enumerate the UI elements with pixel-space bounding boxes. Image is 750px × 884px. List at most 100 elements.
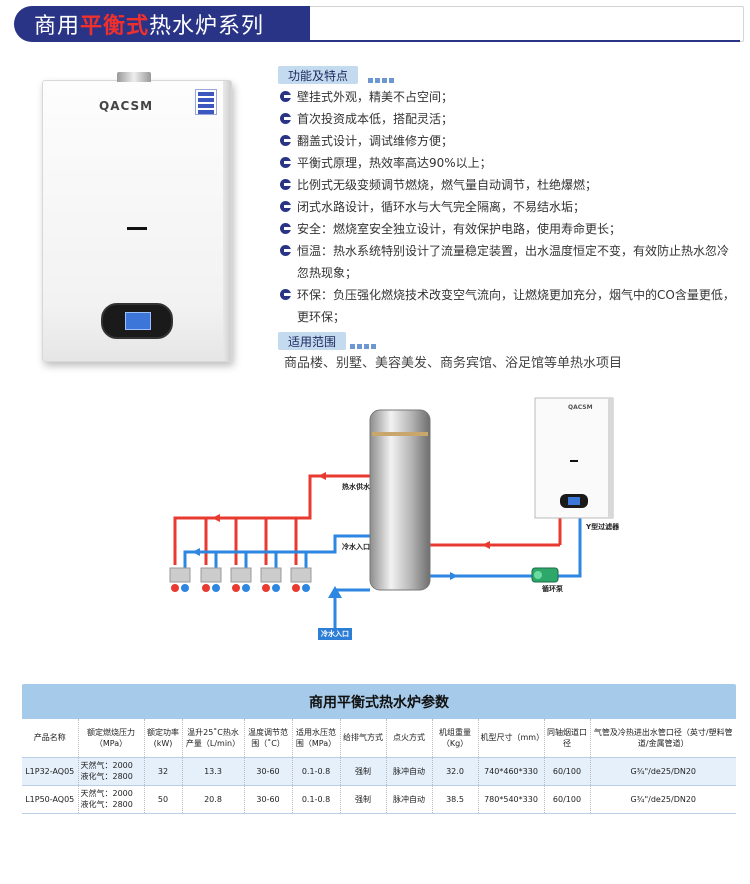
feature-text: 安全：燃烧室安全独立设计，有效保护电路，使用寿命更长； (297, 222, 622, 236)
th-pressure: 额定燃烧压力（MPa） (78, 719, 145, 757)
cell-power: 32 (144, 756, 183, 785)
feature-item: 安全：燃烧室安全独立设计，有效保护电路，使用寿命更长； (280, 218, 740, 240)
feature-item: 恒温：热水系统特别设计了流量稳定装置，出水温度恒定不变，有效防止热水忽冷忽热现象… (280, 240, 740, 284)
brand-logo: QACSM (99, 99, 154, 113)
label-cold-inlet-main: 冷水入口 (318, 628, 352, 640)
pressure-ng: 天然气：2000 (80, 761, 133, 770)
scope-heading: 适用范围 (278, 332, 347, 350)
taps (169, 567, 312, 592)
label-pump: 循环泵 (542, 585, 563, 593)
cell-name: L1P50-AQ05 (22, 784, 79, 814)
energy-label (195, 89, 217, 115)
cell-weight: 38.5 (432, 784, 479, 814)
pressure-ng: 天然气：2000 (80, 789, 133, 798)
cell-temp: 30-60 (244, 784, 293, 814)
cell-pipe: G¾"/de25/DN20 (590, 784, 736, 814)
cell-size: 740*460*330 (478, 756, 545, 785)
feature-text: 平衡式原理，热效率高达90%以上； (297, 156, 492, 170)
spec-table: 产品名称 额定燃烧压力（MPa） 额定功率(kW) 温升25˚C热水产量（L/m… (22, 719, 736, 814)
th-exhaust: 给排气方式 (340, 719, 387, 757)
scope-text: 商品楼、别墅、美容美发、商务宾馆、浴足馆等单热水项目 (284, 356, 623, 371)
product-image: QACSM (42, 72, 232, 362)
header-banner: 商用平衡式热水炉系列 (0, 0, 750, 48)
storage-tank (369, 409, 431, 591)
feature-text: 首次投资成本低，搭配灵活； (297, 112, 454, 126)
bullet-icon (280, 157, 294, 169)
feature-text: 壁挂式外观，精美不占空间； (297, 90, 454, 104)
bullet-icon (280, 91, 294, 103)
diagram-svg (169, 397, 614, 630)
scope-heading-dots (350, 344, 376, 349)
title-prefix: 商用 (34, 14, 81, 39)
cell-output: 20.8 (182, 784, 245, 814)
flue-pipe (117, 72, 151, 82)
cell-water: 0.1-0.8 (292, 784, 341, 814)
bullet-icon (280, 201, 294, 213)
tank-band (372, 432, 428, 436)
control-panel (101, 303, 173, 339)
bullet-icon (280, 289, 294, 301)
cold-arrow-left (192, 548, 200, 556)
th-temp: 温度调节范围（˚C） (244, 719, 293, 757)
display-screen (125, 312, 151, 330)
cell-flue: 60/100 (544, 784, 591, 814)
feature-item: 比例式无级变频调节燃烧，燃气量自动调节，杜绝爆燃； (280, 174, 740, 196)
cell-name: L1P32-AQ05 (22, 756, 79, 785)
cell-water: 0.1-0.8 (292, 756, 341, 785)
parameter-table: 商用平衡式热水炉参数 产品名称 额定燃烧压力（MPa） 额定功率(kW) 温升2… (22, 684, 736, 814)
page-title: 商用平衡式热水炉系列 (14, 6, 310, 42)
front-slot (127, 227, 147, 230)
feature-item: 平衡式原理，热效率高达90%以上； (280, 152, 740, 174)
cold-arrow-right (450, 572, 458, 580)
th-flue: 同轴烟道口径 (544, 719, 591, 757)
cell-weight: 32.0 (432, 756, 479, 785)
feature-text: 比例式无级变频调节燃烧，燃气量自动调节，杜绝爆燃； (297, 178, 598, 192)
title-suffix: 热水炉系列 (149, 14, 265, 39)
bullet-icon (280, 179, 294, 191)
label-filter: Y型过滤器 (586, 523, 620, 531)
cell-size: 780*540*330 (478, 784, 545, 814)
features-heading-dots (368, 78, 394, 83)
cell-ignition: 脉冲自动 (386, 784, 433, 814)
feature-list: 壁挂式外观，精美不占空间； 首次投资成本低，搭配灵活； 翻盖式设计，调试维修方便； 平… (280, 86, 740, 328)
cell-flue: 60/100 (544, 756, 591, 785)
cell-ignition: 脉冲自动 (386, 756, 433, 785)
label-hot-supply: 热水供水 (342, 483, 370, 491)
banner-underline (300, 40, 740, 42)
heater-side (223, 81, 231, 361)
feature-item: 壁挂式外观，精美不占空间； (280, 86, 740, 108)
cell-output: 13.3 (182, 756, 245, 785)
bullet-icon (280, 223, 294, 235)
hot-arrow-2 (318, 472, 326, 480)
cell-exhaust: 强制 (340, 756, 387, 785)
title-highlight: 平衡式 (80, 14, 150, 39)
th-weight: 机组重量（Kg） (432, 719, 479, 757)
hot-arrow-1 (212, 514, 220, 522)
th-power: 额定功率(kW) (144, 719, 183, 757)
cell-temp: 30-60 (244, 756, 293, 785)
pressure-lpg: 液化气：2800 (80, 772, 133, 781)
feature-text: 恒温：热水系统特别设计了流量稳定装置，出水温度恒定不变，有效防止热水忽冷忽热现象… (297, 244, 730, 280)
cell-pressure: 天然气：2000 液化气：2800 (78, 756, 145, 785)
feature-text: 翻盖式设计，调试维修方便； (297, 134, 454, 148)
hot-pipe-network (173, 474, 562, 565)
feature-text: 环保：负压强化燃烧技术改变空气流向，让燃烧更加充分，烟气中的CO含量更低，更环保… (297, 288, 735, 324)
features-heading: 功能及特点 (278, 66, 359, 84)
th-name: 产品名称 (22, 719, 79, 757)
cell-exhaust: 强制 (340, 784, 387, 814)
feature-item: 闭式水路设计，循环水与大气完全隔离，不易结水垢； (280, 196, 740, 218)
bullet-icon (280, 245, 294, 257)
label-cold-inlet-tank: 冷水入口 (342, 543, 370, 551)
table-title: 商用平衡式热水炉参数 (22, 684, 736, 719)
feature-item: 环保：负压强化燃烧技术改变空气流向，让燃烧更加充分，烟气中的CO含量更低，更环保… (280, 284, 740, 328)
table-header-row: 产品名称 额定燃烧压力（MPa） 额定功率(kW) 温升25˚C热水产量（L/m… (22, 719, 736, 757)
th-pipe: 气管及冷热进出水管口径（英寸/塑料管道/金属管道） (590, 719, 736, 757)
cold-arrow-up (328, 586, 342, 598)
label-heater-logo: QACSM (568, 404, 593, 411)
hot-arrow-3 (482, 541, 490, 549)
feature-item: 翻盖式设计，调试维修方便； (280, 130, 740, 152)
table-row: L1P32-AQ05 天然气：2000 液化气：2800 32 13.3 30-6… (22, 756, 736, 785)
cell-pipe: G¾"/de25/DN20 (590, 756, 736, 785)
